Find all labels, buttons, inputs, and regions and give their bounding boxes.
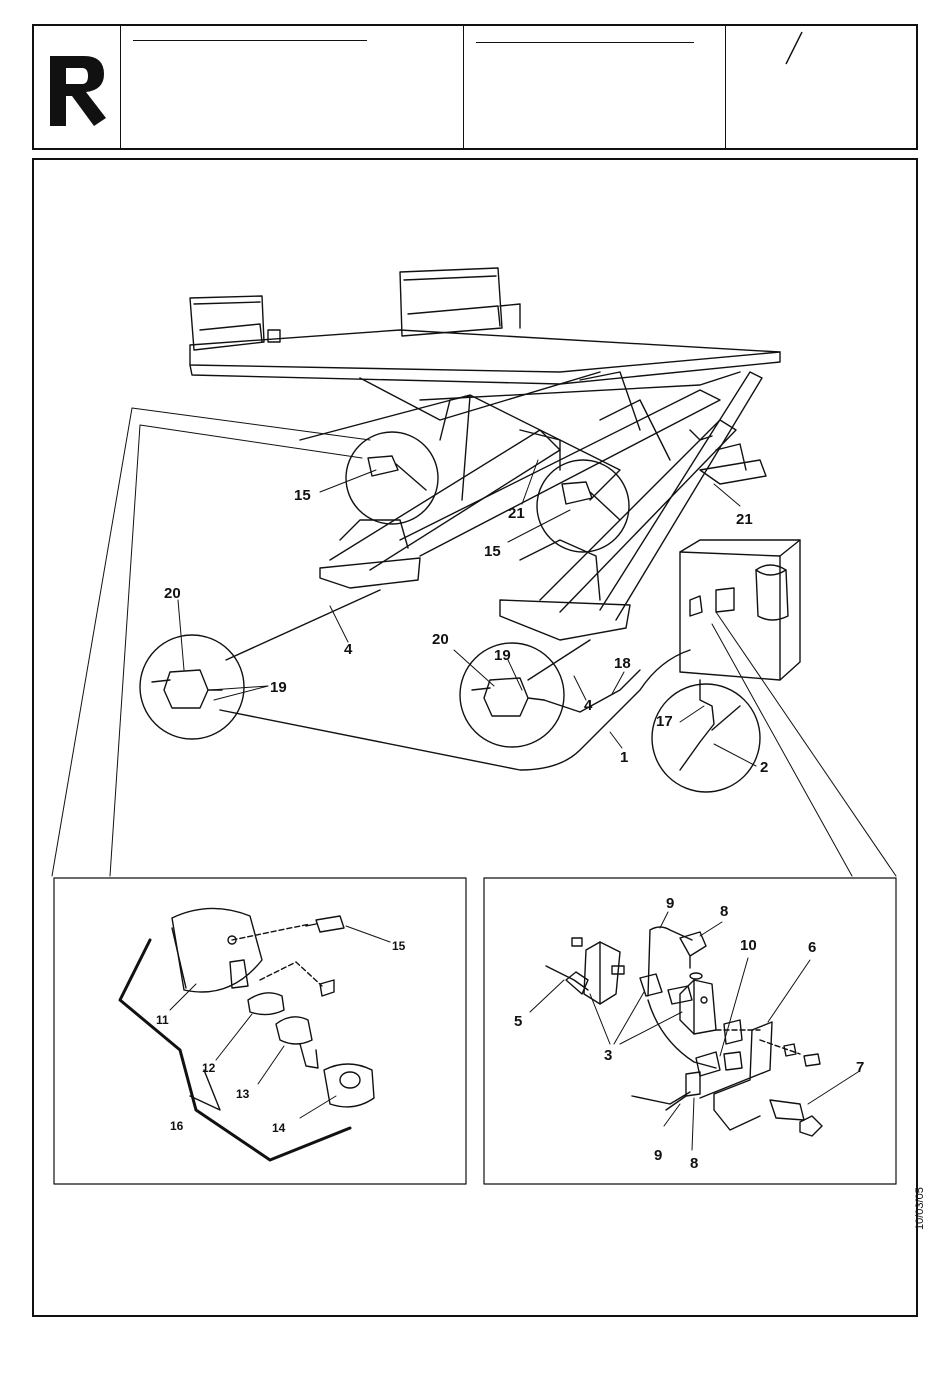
detail-circle-right [537,460,629,552]
scissor-arms [300,372,762,620]
callout-label: 6 [808,939,816,956]
inset-frame-left [54,878,466,1184]
callout-label: 3 [604,1047,612,1064]
callout-label: 9 [666,895,674,912]
callout-label: 4 [344,641,353,658]
lift-base [320,444,766,640]
callout-label: 21 [508,505,525,522]
callout-label: 8 [690,1155,698,1172]
callout-label: 20 [164,585,181,602]
callout-label: 19 [494,647,511,664]
callout-label: 1 [620,749,628,766]
inset-left-parts [120,908,390,1160]
callout-label: 15 [392,939,406,953]
callout-label: 8 [720,903,728,920]
inset-right-callouts: 9 8 10 6 5 3 7 9 8 [514,895,864,1172]
callout-label: 4 [584,697,593,714]
fitting-detail [652,684,760,792]
callout-label: 9 [654,1147,662,1164]
callout-label: 10 [740,937,757,954]
callout-label: 5 [514,1013,522,1030]
callout-label: 18 [614,655,631,672]
detail-circle-left [346,432,438,524]
callout-label: 11 [156,1013,169,1027]
zoom-leaders [52,408,896,876]
main-callouts: 15 21 15 21 20 19 4 20 19 4 18 17 1 2 [164,487,768,776]
lift-platform [190,268,780,384]
inset-frame-right [484,878,896,1184]
callout-label: 15 [294,487,311,504]
callout-label: 14 [272,1121,286,1135]
callout-label: 15 [484,543,501,560]
callout-label: 7 [856,1059,864,1076]
callout-label: 2 [760,759,768,776]
callout-label: 17 [656,713,673,730]
hydraulic-power-unit [680,540,800,680]
callout-label: 20 [432,631,449,648]
date-stamp: 10/03/05 [914,1187,926,1230]
callout-label: 21 [736,511,753,528]
callout-label: 13 [236,1087,250,1101]
cylinder-detail-left [140,635,244,739]
callout-label: 19 [270,679,287,696]
cylinder-detail-right [460,643,564,747]
callout-label: 16 [170,1119,184,1133]
callout-label: 12 [202,1061,216,1075]
